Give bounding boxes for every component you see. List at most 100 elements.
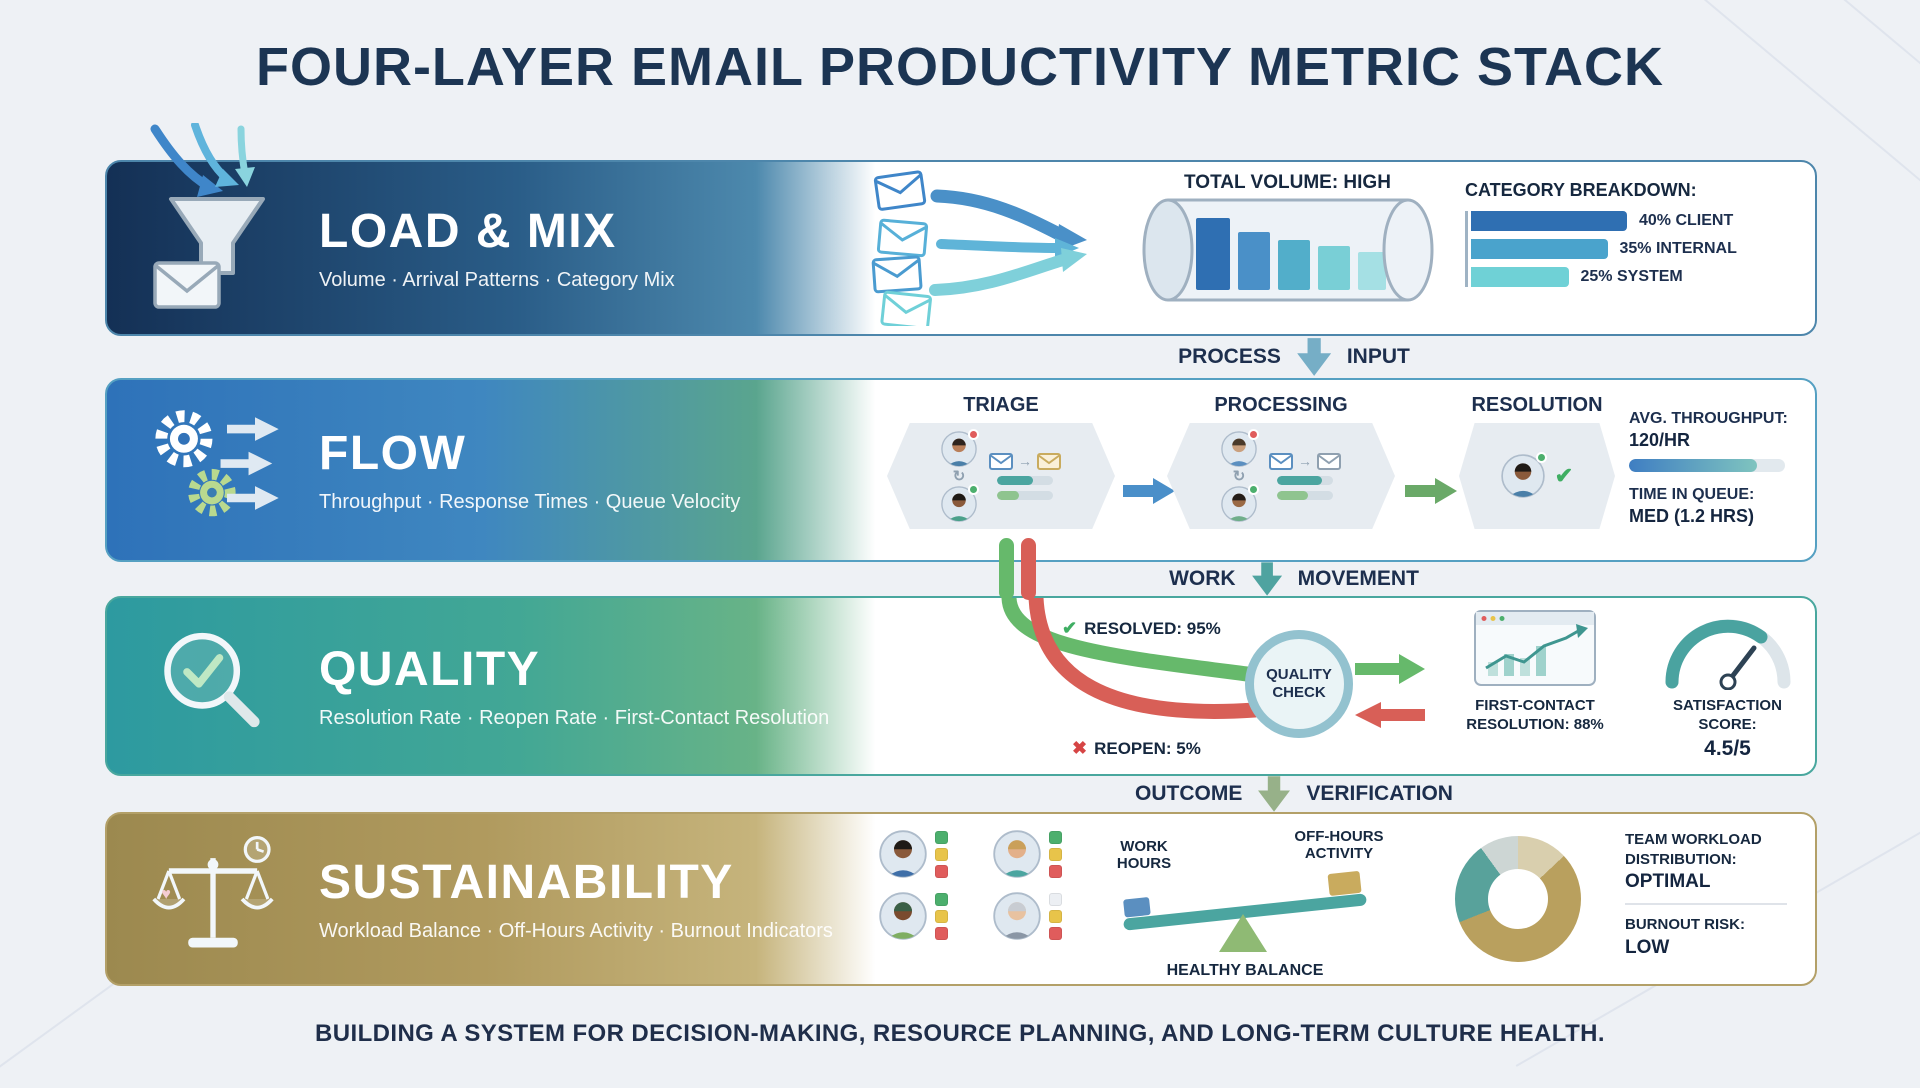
flow-subtitle: Throughput · Response Times · Queue Velo…	[319, 491, 741, 513]
stage-triage: TRIAGE ↻	[873, 394, 1129, 529]
status-square	[935, 864, 948, 878]
status-dot	[968, 428, 979, 440]
status-square	[935, 909, 948, 923]
agent-avatar	[1221, 483, 1259, 522]
reopen-flow-ribbon	[1021, 538, 1036, 600]
satisfaction-label: SATISFACTION SCORE:	[1673, 697, 1782, 733]
connector-label: INPUT	[1346, 345, 1410, 368]
arrow-right-icon: →	[1298, 453, 1312, 469]
fcr-label: FIRST-CONTACT RESOLUTION: 88%	[1466, 697, 1604, 733]
off-hours-label: OFF-HOURS ACTIVITY	[1294, 828, 1384, 863]
email-icon	[1269, 452, 1293, 470]
status-dot	[1535, 452, 1547, 463]
status-square	[935, 926, 948, 940]
layer-load-mix: LOAD & MIX Volume · Arrival Patterns · C…	[105, 123, 1817, 336]
stage-label: PROCESSING	[1214, 394, 1348, 416]
fcr-block: FIRST-CONTACT RESOLUTION: 88%	[1455, 610, 1615, 735]
queue-value: MED (1.2 HRS)	[1629, 506, 1755, 526]
category-label: 40% CLIENT	[1639, 212, 1734, 229]
workload-label: TEAM WORKLOAD DISTRIBUTION:	[1625, 831, 1762, 868]
down-arrow-icon	[1258, 776, 1291, 812]
cross-icon: ✖	[1072, 738, 1088, 758]
status-square	[1049, 892, 1062, 906]
connector-label: PROCESS	[1178, 345, 1281, 368]
reopen-label: REOPEN: 5%	[1094, 738, 1201, 758]
quality-check-label: QUALITY CHECK	[1266, 666, 1332, 701]
team-member	[879, 830, 975, 878]
progress-bar	[1277, 475, 1333, 485]
stage-processing: PROCESSING ↻	[1153, 394, 1409, 529]
agent-avatar	[941, 428, 979, 467]
burnout-label: BURNOUT RISK:	[1625, 916, 1745, 933]
stage-label: RESOLUTION	[1471, 394, 1603, 416]
load-mix-label-panel: LOAD & MIX Volume · Arrival Patterns · C…	[107, 123, 857, 334]
burnout-value: LOW	[1625, 936, 1670, 958]
status-square	[935, 847, 948, 861]
sustainability-label-panel: ♥ SUSTAINABILITY Workload Balance · Off-…	[107, 814, 857, 984]
email-icon	[1037, 452, 1061, 470]
stage-arrow-icon	[1405, 478, 1457, 504]
connector-label: MOVEMENT	[1297, 567, 1419, 590]
agent-avatar	[1501, 452, 1547, 498]
cycle-arrow-icon: ↻	[1232, 467, 1246, 485]
load-mix-subtitle: Volume · Arrival Patterns · Category Mix	[319, 269, 675, 291]
quality-flow-bands	[1001, 598, 1263, 719]
progress-bar	[997, 475, 1053, 485]
quality-check-node: QUALITY CHECK	[1245, 630, 1353, 738]
connector-label: VERIFICATION	[1306, 782, 1453, 805]
team-status-grid	[879, 830, 1089, 940]
volume-block: TOTAL VOLUME: HIGH	[1135, 172, 1440, 311]
layer-quality: QUALITY Resolution Rate · Reopen Rate · …	[105, 596, 1817, 776]
member-avatar	[879, 830, 927, 878]
category-breakdown-heading: CATEGORY BREAKDOWN:	[1465, 180, 1697, 200]
total-volume-label: TOTAL VOLUME: HIGH	[1184, 172, 1391, 193]
team-member	[993, 892, 1089, 940]
category-label: 25% SYSTEM	[1580, 268, 1683, 285]
check-icon: ✔	[1554, 463, 1574, 488]
resolved-flow-ribbon	[999, 538, 1014, 600]
resolved-tag: ✔ RESOLVED: 95%	[1062, 618, 1221, 639]
agent-avatar	[1221, 428, 1259, 467]
gauge-icon	[1665, 619, 1790, 691]
status-square	[1049, 847, 1062, 861]
category-row: 40% CLIENT	[1471, 211, 1805, 231]
resolution-hexagon: ✔	[1459, 423, 1615, 529]
connector-work-movement: WORK MOVEMENT	[1169, 562, 1419, 596]
seesaw-fulcrum	[1219, 914, 1267, 952]
category-bar	[1471, 239, 1608, 259]
triage-hexagon: ↻ →	[887, 423, 1115, 529]
gears-arrows-icon	[143, 395, 293, 545]
page-footer: BUILDING A SYSTEM FOR DECISION-MAKING, R…	[315, 1020, 1605, 1047]
progress-bar	[997, 490, 1053, 500]
volume-container-icon	[1142, 198, 1433, 302]
status-square	[935, 892, 948, 906]
team-member	[993, 830, 1089, 878]
email-icon	[1317, 452, 1341, 470]
layer-sustainability: ♥ SUSTAINABILITY Workload Balance · Off-…	[105, 812, 1817, 986]
member-avatar	[993, 830, 1041, 878]
category-row: 35% INTERNAL	[1471, 239, 1805, 259]
connector-outcome-verification: OUTCOME VERIFICATION	[1135, 776, 1453, 812]
status-dot	[1248, 428, 1259, 440]
inbound-email-arrows-icon	[871, 170, 1087, 326]
stage-label: TRIAGE	[963, 394, 1039, 416]
team-member	[879, 892, 975, 940]
work-balance-seesaw: WORK HOURS OFF-HOURS ACTIVITY HEALTHY BA…	[1095, 822, 1395, 980]
divider	[1625, 903, 1787, 905]
flow-title: FLOW	[319, 427, 467, 480]
layer-flow: FLOW Throughput · Response Times · Queue…	[105, 378, 1817, 562]
work-hours-load	[1123, 896, 1151, 918]
flow-label-panel: FLOW Throughput · Response Times · Queue…	[107, 380, 857, 560]
page-title: FOUR-LAYER EMAIL PRODUCTIVITY METRIC STA…	[255, 37, 1665, 97]
email-icon	[989, 452, 1013, 470]
status-dot	[1248, 483, 1259, 495]
sustainability-content-panel: WORK HOURS OFF-HOURS ACTIVITY HEALTHY BA…	[857, 814, 1815, 984]
throughput-bar	[1629, 459, 1785, 472]
status-square	[1049, 830, 1062, 844]
status-dot	[968, 483, 979, 495]
sustainability-title: SUSTAINABILITY	[319, 856, 734, 909]
agent-avatar	[941, 483, 979, 522]
connector-label: WORK	[1169, 567, 1236, 590]
queue-label: TIME IN QUEUE:	[1629, 486, 1755, 503]
satisfaction-gauge-block: SATISFACTION SCORE: 4.5/5	[1645, 610, 1810, 761]
